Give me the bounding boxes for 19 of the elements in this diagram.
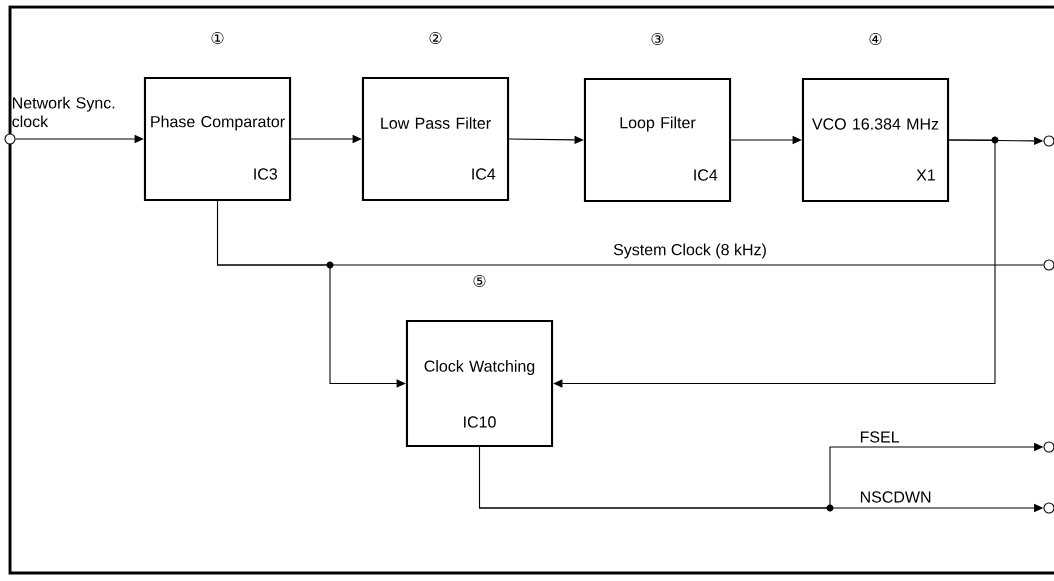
arrow [553, 139, 996, 388]
block-box: Loop Filter IC4 [583, 77, 732, 203]
node-label: IC10 [464, 416, 496, 428]
arrow [508, 135, 584, 144]
callout-number: ⑤ [473, 275, 486, 287]
block-box: VCO 16.384 MHz X1 [801, 77, 950, 203]
edge-label: NSCDWN [860, 491, 931, 503]
block-box: Low Pass Filter IC4 [361, 76, 510, 202]
callout-number: ③ [651, 33, 664, 45]
node-label: Clock Watching [424, 360, 535, 375]
edge-label: System Clock (8 kHz) [613, 243, 766, 259]
callout-number: ② [429, 32, 442, 44]
edge-label: Network Sync. clock [12, 96, 115, 128]
arrow [216, 200, 406, 388]
block-box: Phase Comparator IC3 [143, 76, 292, 202]
callout-number: ① [211, 32, 224, 44]
edge-label: FSEL [860, 431, 900, 443]
callout-number: ④ [869, 33, 882, 45]
block-box: Clock Watching IC10 [405, 319, 554, 448]
